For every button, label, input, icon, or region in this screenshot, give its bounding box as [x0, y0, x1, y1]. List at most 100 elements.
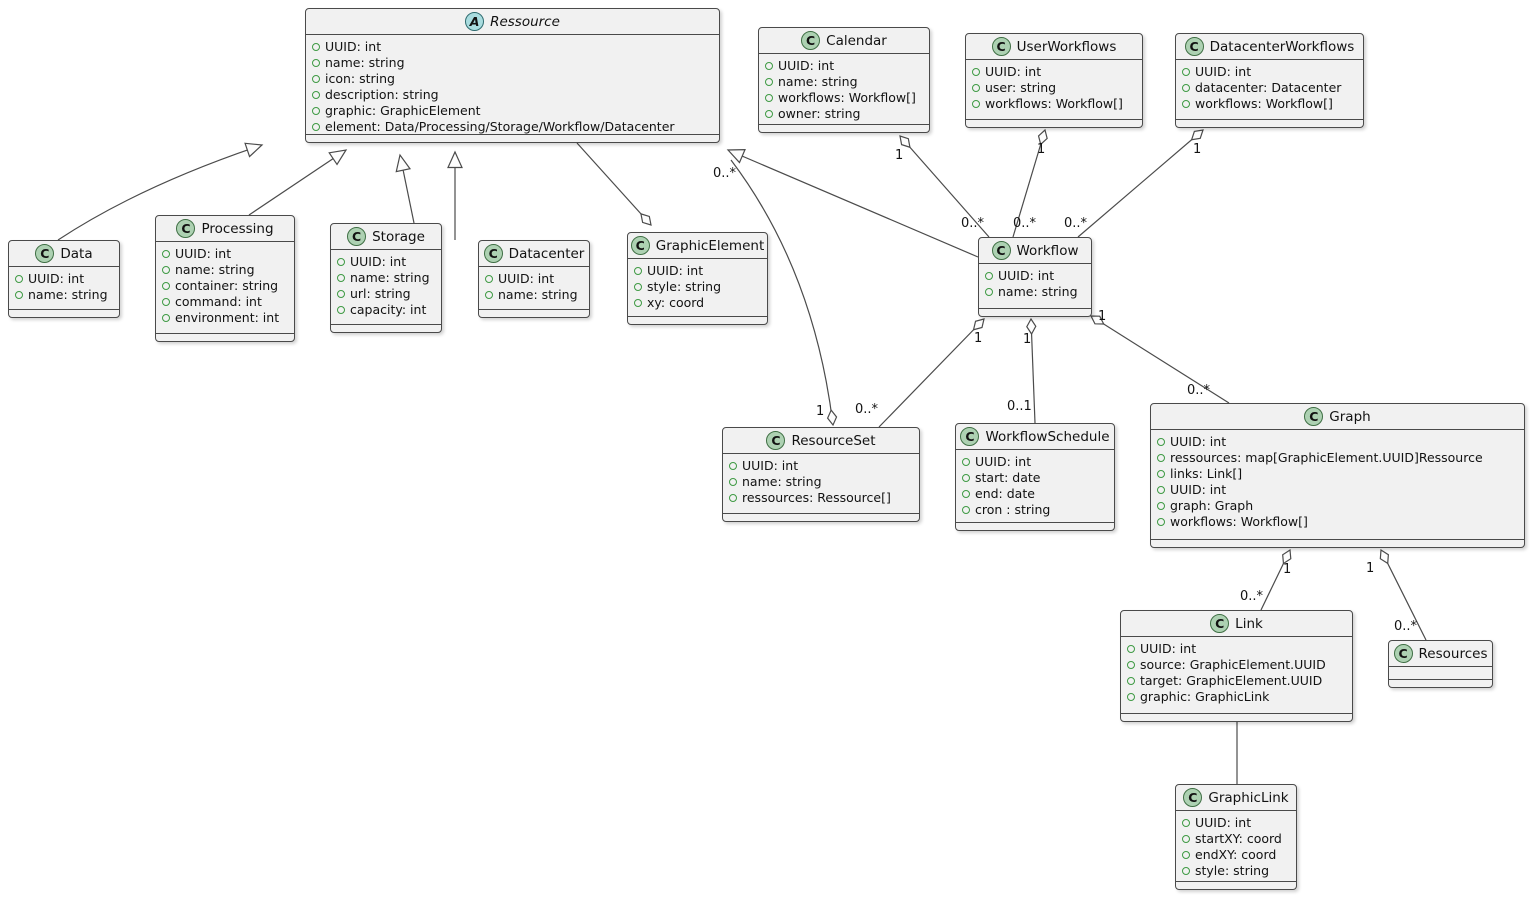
methods-compartment [331, 325, 441, 332]
class-name: Data [60, 245, 93, 262]
field-row: startXY: coord [1182, 831, 1288, 847]
class-icon: C [630, 236, 650, 255]
field-visibility-icon [312, 59, 320, 67]
methods-compartment [966, 120, 1142, 127]
multiplicity-label: 1 [1283, 562, 1291, 577]
edge-Workflow-UserWorkflows-aggregation [1012, 128, 1048, 238]
field-row: UUID: int [962, 454, 1106, 470]
methods-compartment [759, 125, 929, 132]
field-text: UUID: int [975, 454, 1032, 469]
field-row: UUID: int [15, 271, 111, 287]
field-row: endXY: coord [1182, 847, 1288, 863]
field-text: UUID: int [647, 263, 704, 278]
field-visibility-icon [634, 299, 642, 307]
field-text: command: int [175, 294, 262, 309]
field-row: name: string [765, 74, 921, 90]
field-row: datacenter: Datacenter [1182, 80, 1355, 96]
field-row: name: string [985, 284, 1083, 300]
class-icon: C [1304, 407, 1324, 426]
field-row: icon: string [312, 71, 711, 87]
field-visibility-icon [162, 314, 170, 322]
field-visibility-icon [1157, 470, 1165, 478]
field-visibility-icon [972, 84, 980, 92]
class-name: Storage [372, 228, 425, 245]
field-text: environment: int [175, 310, 280, 325]
class-icon: C [801, 31, 821, 50]
field-row: name: string [15, 287, 111, 303]
field-row: UUID: int [729, 458, 911, 474]
multiplicity-label: 0..1 [1007, 399, 1032, 414]
class-name: GraphicElement [655, 237, 765, 254]
field-text: UUID: int [325, 39, 382, 54]
field-row: UUID: int [634, 263, 759, 279]
methods-compartment [979, 309, 1091, 316]
class-icon: C [991, 37, 1011, 56]
field-visibility-icon [962, 490, 970, 498]
abstract-class-icon: A [465, 12, 485, 31]
field-row: url: string [337, 286, 433, 302]
methods-compartment [1151, 540, 1524, 547]
edge-WorkflowSchedule-Workflow-aggregation [1026, 317, 1037, 424]
field-row: user: string [972, 80, 1134, 96]
field-text: name: string [325, 55, 405, 70]
field-text: startXY: coord [1195, 831, 1282, 846]
methods-compartment [628, 317, 767, 324]
field-visibility-icon [729, 494, 737, 502]
field-text: UUID: int [498, 271, 555, 286]
field-text: style: string [647, 279, 722, 294]
field-visibility-icon [15, 275, 23, 283]
field-text: links: Link[] [1170, 466, 1243, 481]
multiplicity-label: 0..* [961, 216, 985, 231]
multiplicity-label: 1 [816, 404, 824, 419]
edge-Workflow-Calendar-aggregation [899, 135, 990, 238]
field-row: UUID: int [162, 246, 286, 262]
field-text: style: string [1195, 863, 1270, 878]
field-row: graph: Graph [1157, 498, 1516, 514]
field-text: endXY: coord [1195, 847, 1277, 862]
field-text: UUID: int [28, 271, 85, 286]
field-text: workflows: Workflow[] [1195, 96, 1333, 111]
field-visibility-icon [729, 462, 737, 470]
class-name: Graph [1329, 408, 1371, 425]
field-visibility-icon [337, 306, 345, 314]
class-name: GraphicLink [1208, 789, 1289, 806]
field-visibility-icon [972, 100, 980, 108]
edge-Resources-Graph-aggregation [1379, 548, 1427, 641]
field-visibility-icon [162, 266, 170, 274]
field-row: UUID: int [1157, 434, 1516, 450]
field-row: environment: int [162, 310, 286, 326]
field-visibility-icon [1127, 677, 1135, 685]
class-icon: C [991, 241, 1011, 260]
field-visibility-icon [634, 283, 642, 291]
field-row: description: string [312, 87, 711, 103]
field-text: graphic: GraphicElement [325, 103, 481, 118]
field-text: capacity: int [350, 302, 427, 317]
field-visibility-icon [337, 258, 345, 266]
field-visibility-icon [1127, 645, 1135, 653]
multiplicity-label: 1 [1023, 332, 1031, 347]
field-row: owner: string [765, 106, 921, 122]
class-name: Ressource [490, 13, 560, 30]
field-text: UUID: int [1195, 815, 1252, 830]
multiplicity-label: 1 [1098, 309, 1106, 324]
